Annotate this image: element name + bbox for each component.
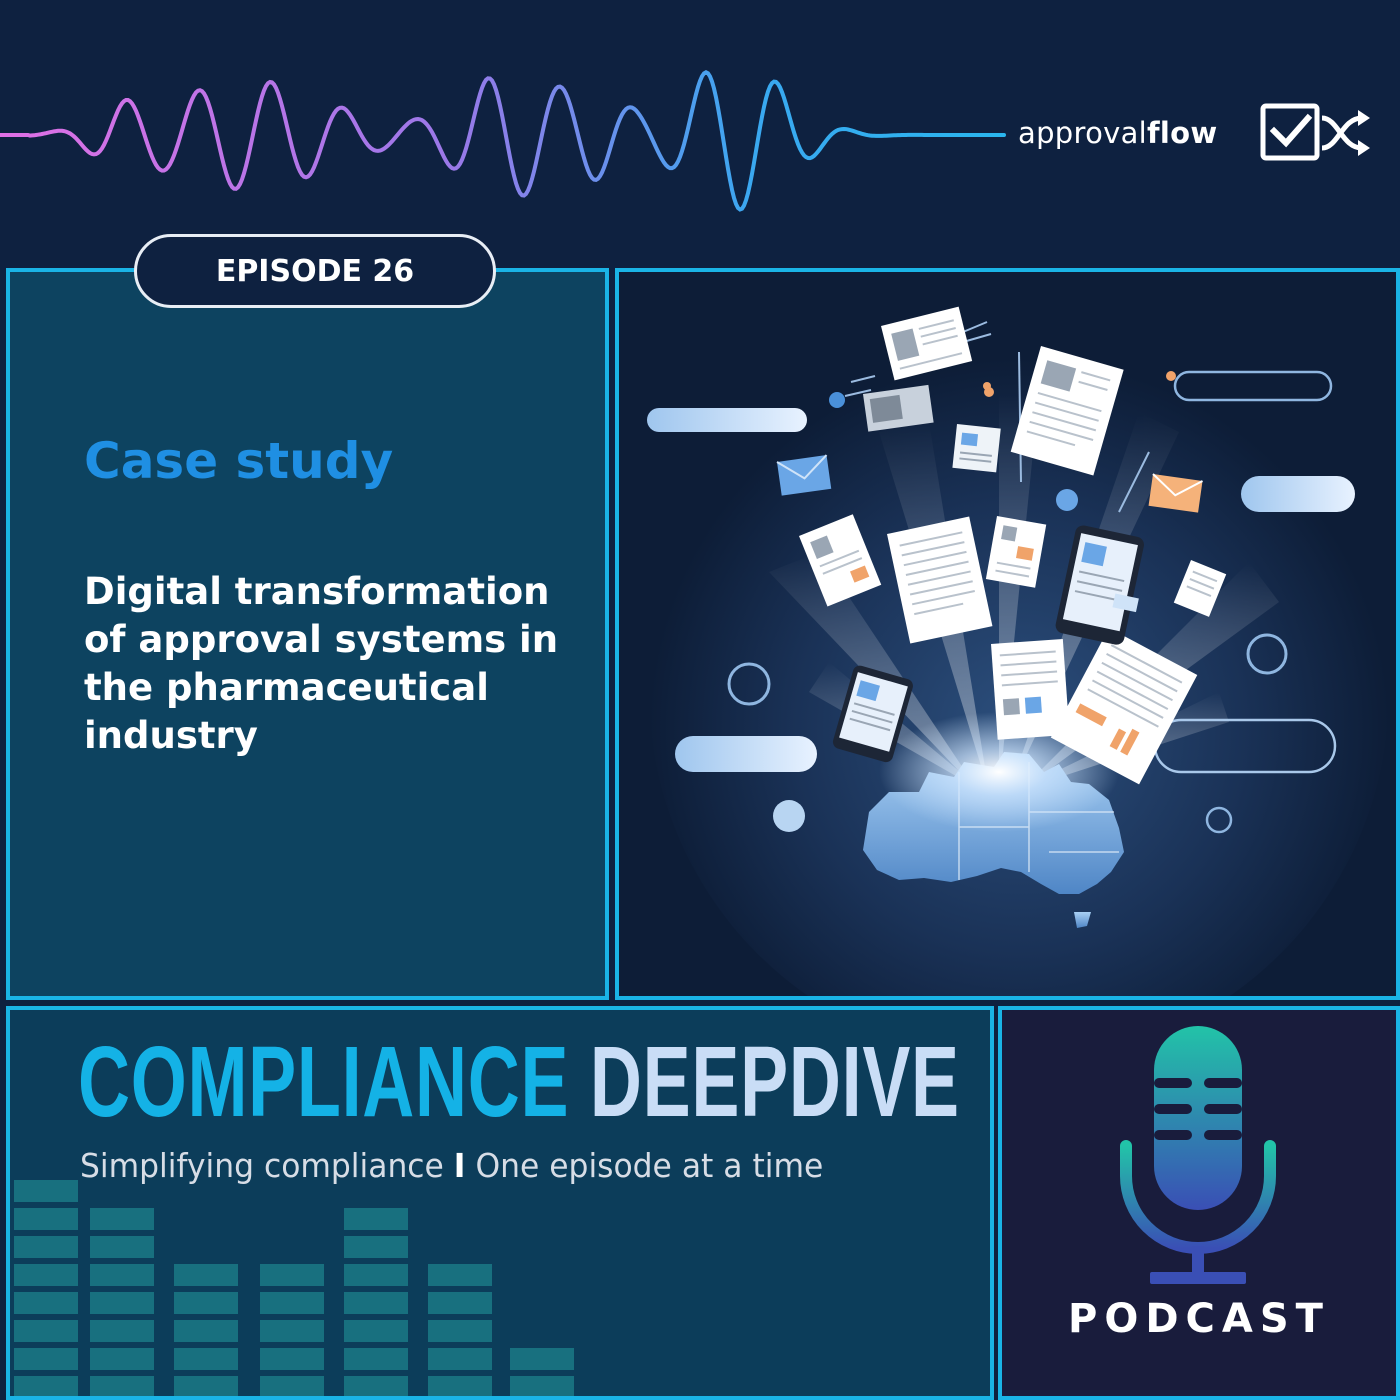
shuffle-arrows-icon [1321,110,1370,156]
equalizer-bar [14,1236,78,1258]
equalizer-bar [90,1264,154,1286]
equalizer-bar [344,1264,408,1286]
case-title-line: the pharmaceutical [84,666,489,709]
case-title-line: industry [84,714,258,757]
equalizer-bar [174,1264,238,1286]
equalizer-bar [344,1208,408,1230]
case-title-line: Digital transformation [84,570,550,613]
equalizer-bar [90,1376,154,1396]
case-study-title: Digital transformation of approval syste… [84,568,604,760]
equalizer-bar [174,1376,238,1396]
equalizer-bar [428,1348,492,1370]
podcast-label: PODCAST [1068,1296,1330,1342]
equalizer-bar [90,1320,154,1342]
equalizer-bar [344,1376,408,1396]
episode-badge: EPISODE 26 [134,234,496,308]
equalizer-bar [260,1320,324,1342]
tablet-icon [832,525,1144,763]
show-panel [6,1006,994,1400]
episode-label: EPISODE 26 [215,253,415,289]
tagline-left: Simplifying compliance [80,1146,444,1185]
illustration-panel [615,268,1400,1000]
equalizer-bar [510,1348,574,1370]
equalizer-bar [14,1264,78,1286]
equalizer-bar [14,1320,78,1342]
documents-illustration [647,306,1389,996]
equalizer-bar [174,1320,238,1342]
equalizer-bar [260,1348,324,1370]
equalizer-bar [90,1348,154,1370]
document-icon [799,306,1227,785]
microphone-icon [1120,1026,1276,1284]
equalizer-bar [90,1208,154,1230]
equalizer-bar [14,1180,78,1202]
equalizer-bar [260,1292,324,1314]
equalizer-bars-icon [14,1180,574,1396]
equalizer-bar [174,1292,238,1314]
equalizer-bar [344,1236,408,1258]
tagline-right: One episode at a time [475,1146,824,1185]
equalizer-bar [174,1348,238,1370]
equalizer-bar [428,1292,492,1314]
show-title-part1: COMPLIANCE [78,1026,570,1138]
equalizer-bar [344,1348,408,1370]
equalizer-bar [90,1292,154,1314]
sound-wave-icon [0,70,1006,212]
show-title-part2: DEEPDIVE [589,1026,960,1138]
equalizer-bar [14,1292,78,1314]
equalizer-bar [428,1264,492,1286]
case-study-panel [6,268,609,1000]
equalizer-bar [260,1264,324,1286]
equalizer-bar [344,1292,408,1314]
equalizer-bar [14,1376,78,1396]
show-title: COMPLIANCE DEEPDIVE [78,1022,960,1142]
equalizer-bar [260,1376,324,1396]
brand-name: approvalflow [1018,116,1218,150]
equalizer-bar [90,1236,154,1258]
equalizer-bar [14,1348,78,1370]
tagline-separator: I [453,1146,466,1185]
envelope-icon [776,454,1203,513]
case-title-line: of approval systems in [84,618,559,661]
approval-check-icon [1260,103,1370,161]
show-tagline: Simplifying compliance I One episode at … [80,1146,823,1185]
brand-logo: approvalflow [1018,100,1370,166]
equalizer-bar [14,1208,78,1230]
equalizer-bar [428,1376,492,1396]
equalizer-bar [510,1376,574,1396]
equalizer-bar [428,1320,492,1342]
case-study-label: Case study [84,432,394,490]
equalizer-bar [344,1320,408,1342]
